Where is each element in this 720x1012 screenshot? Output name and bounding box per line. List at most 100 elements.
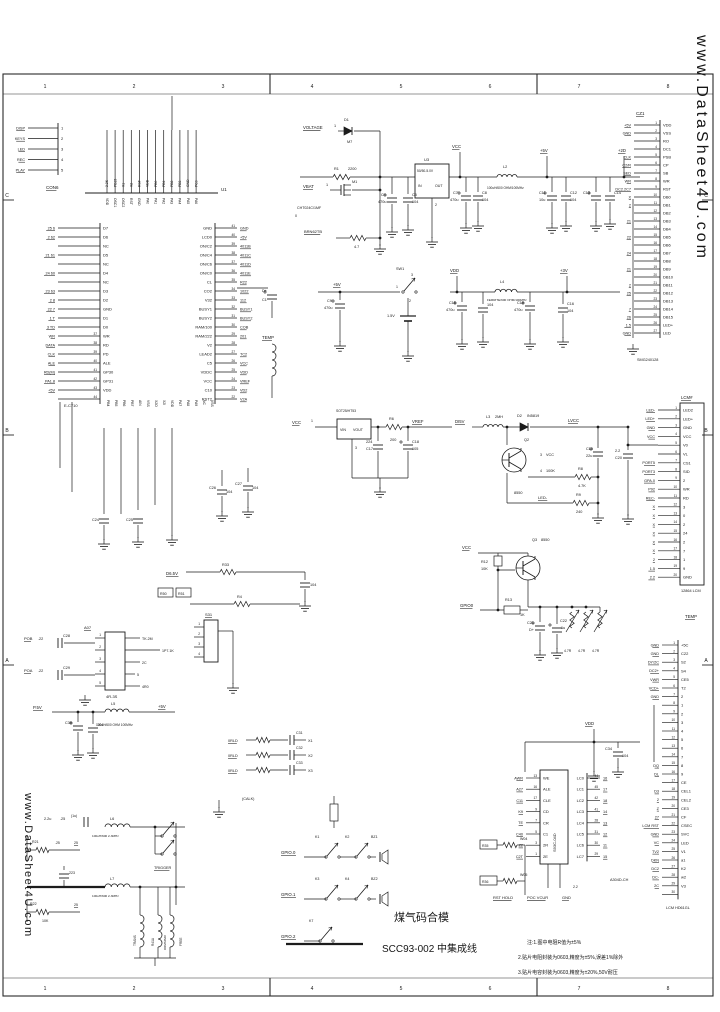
net-label: ALE [48,361,56,365]
label: C15 [449,301,456,305]
ground-symbol [604,219,616,230]
pin-name: D5 [103,253,109,258]
pin-name: RD [683,496,689,501]
net-label: K9 [518,810,523,814]
label: 470u [378,200,386,204]
net-label: DQ [653,764,659,768]
pin-number: 32 [231,305,235,309]
pin-name: 8 [681,763,684,768]
net-label: PLAY [16,168,26,172]
label: 2C [142,661,147,665]
switch [324,884,341,901]
label: DI5V [455,419,465,424]
capacitor [457,191,471,201]
capacitor [133,518,143,524]
label: DRM64MR [163,934,167,950]
pin-number: 15 [653,233,657,237]
capacitor [69,721,83,731]
label: 1 [396,285,398,289]
pin-name: ON/C6 [200,262,213,267]
label: R6 [389,417,394,421]
label: M7 [347,140,352,144]
label: CON6 [46,185,59,190]
zone-number: 6 [489,84,492,90]
label: LED- [538,495,548,500]
pin-name: LC2 [577,798,585,803]
pin-name: CD [543,809,549,814]
label: 470u [514,308,522,312]
transistor [515,555,541,581]
label: C12 [570,191,577,195]
pin-number: 45 [594,785,598,789]
pin-name: CO2 [204,289,213,294]
pin-number: 42 [594,796,598,800]
net-label: +5V [240,236,247,240]
resistor [233,600,251,608]
pin-name: CLE [543,798,551,803]
pin-number: 14 [653,225,657,229]
net-label: C40 [516,832,523,836]
bond-label-bottom: PA4 [178,198,182,204]
net-label: KEYS [15,137,26,141]
pin-number: 26 [231,359,235,363]
label: A304D-CH [610,878,629,882]
pin-number: 14 [671,753,675,757]
wire [603,609,608,612]
capacitor [57,670,63,680]
net-label: 1.5 [626,323,631,327]
resistor [572,499,590,507]
ground-symbol [551,648,563,659]
label: 104 [310,583,316,587]
ground-symbol [166,535,178,546]
resistor [569,611,575,629]
pin-name: 2 [683,540,686,545]
label: 470u [450,198,458,202]
label: +5V [333,282,341,287]
pin-number: 27 [653,329,657,333]
label: .25 [60,817,65,821]
wire [589,609,594,612]
pin-number: 41 [93,368,97,372]
pin-number: 11 [674,494,678,498]
label: (CALK) [242,797,255,801]
label: C14 [614,191,621,195]
net-label: VC [654,841,660,845]
capacitor [57,638,63,648]
label: C4 [381,193,386,197]
pin-name: VDD [663,123,672,128]
resistor [219,568,237,576]
pin-number: 3 [673,658,675,662]
capacitor [300,582,310,588]
net-label: 25 [627,291,631,295]
pin-name: NC [103,262,109,267]
label: P.5V [33,705,42,710]
label: OUT [435,184,443,188]
wire [170,821,175,824]
label: X1 [308,739,313,743]
label: 10K [42,919,49,923]
pin-number: 31 [594,830,598,834]
ground-symbol [79,695,91,706]
pin-number: 15 [673,529,677,533]
pin-name: 1 [681,703,684,708]
net-label: REC- [646,496,656,500]
junction-dot [622,175,626,179]
net-label: GND [651,833,660,837]
pin-labels: VSS [210,400,214,408]
